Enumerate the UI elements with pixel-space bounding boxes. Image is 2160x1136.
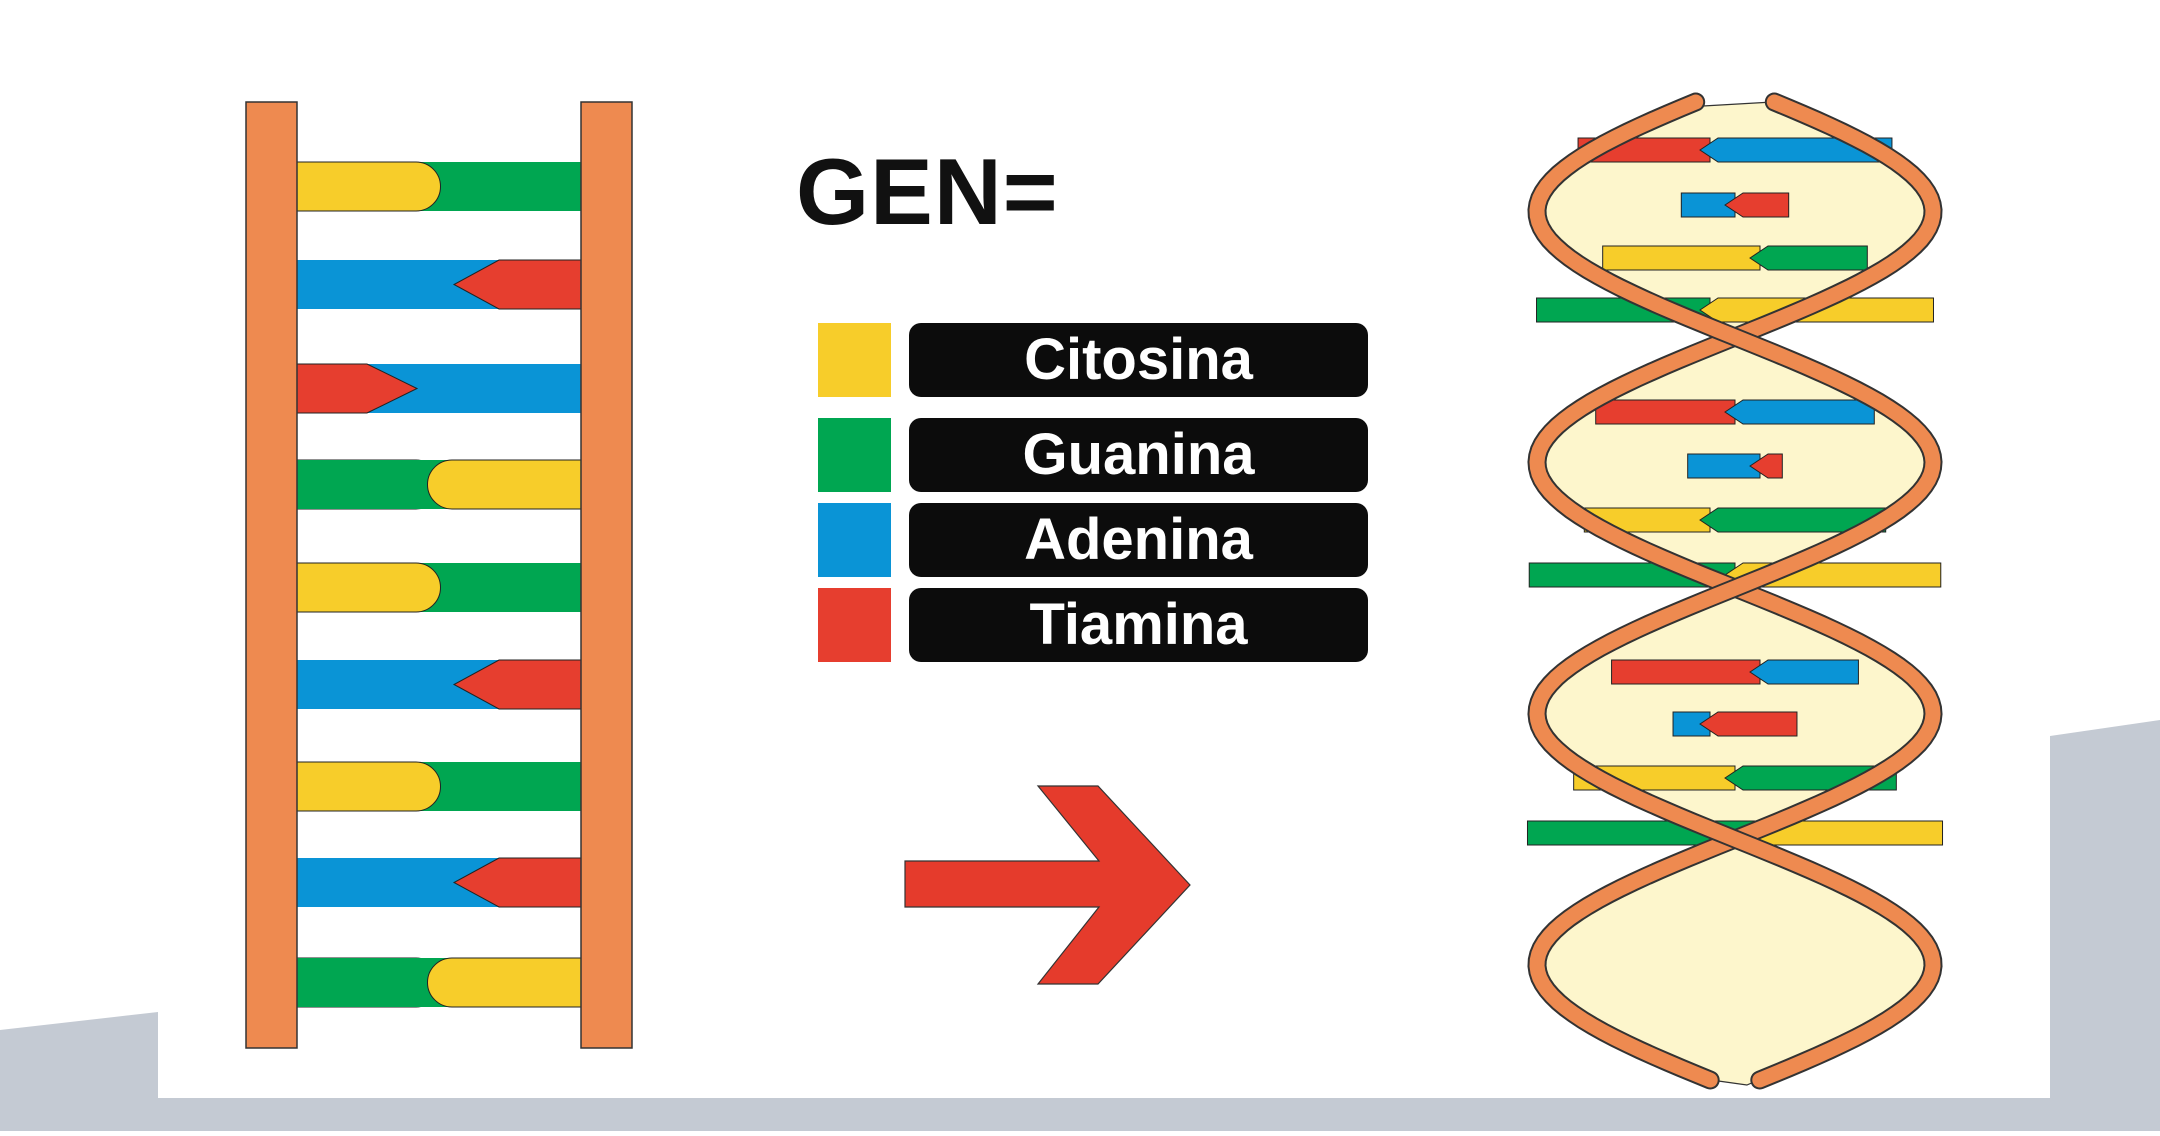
legend-label-pill: Guanina	[909, 418, 1368, 492]
legend-label: Adenina	[1024, 507, 1253, 572]
ladder-rung-yellow	[427, 459, 582, 510]
helix-strand-b	[1529, 94, 1941, 1088]
helix-rung-red	[1724, 192, 1790, 218]
legend-item: Tiamina	[818, 588, 1368, 662]
arrow-right-icon	[904, 785, 1191, 985]
dna-ladder	[245, 101, 633, 1049]
ladder-rung-yellow	[427, 957, 582, 1008]
helix-rung-blue	[1672, 711, 1711, 737]
helix-rung-red	[1749, 453, 1783, 479]
helix-rung-red	[1595, 399, 1736, 425]
helix-rung-yellow	[1602, 245, 1761, 271]
legend-swatch	[818, 418, 891, 492]
background-strip-bottom	[0, 1098, 2160, 1131]
legend-label-pill: Adenina	[909, 503, 1368, 577]
legend-item: Guanina	[818, 418, 1368, 492]
legend-swatch	[818, 323, 891, 397]
helix-rung-blue	[1749, 659, 1859, 685]
helix-rung-red	[1611, 659, 1761, 685]
legend-label-pill: Tiamina	[909, 588, 1368, 662]
helix-rung-blue	[1724, 399, 1875, 425]
legend-item: Citosina	[818, 323, 1368, 397]
ladder-rung-yellow	[296, 761, 441, 812]
ladder-rung-yellow	[296, 562, 441, 613]
helix-rung-red	[1699, 711, 1798, 737]
helix-rung-green	[1749, 245, 1868, 271]
legend-label-pill: Citosina	[909, 323, 1368, 397]
legend-swatch	[818, 503, 891, 577]
legend-item: Adenina	[818, 503, 1368, 577]
arrow-shape	[904, 785, 1191, 985]
ladder-backbone-right	[580, 101, 633, 1049]
legend-label: Tiamina	[1029, 592, 1248, 657]
legend-swatch	[818, 588, 891, 662]
gen-title: GEN=	[796, 139, 1059, 244]
legend-label: Guanina	[1022, 422, 1255, 487]
background-shape-right	[2050, 720, 2160, 1131]
dna-double-helix	[1526, 92, 1944, 1090]
ladder-rung-yellow	[296, 161, 441, 212]
ladder-backbone-left	[245, 101, 298, 1049]
legend-label: Citosina	[1024, 327, 1253, 392]
